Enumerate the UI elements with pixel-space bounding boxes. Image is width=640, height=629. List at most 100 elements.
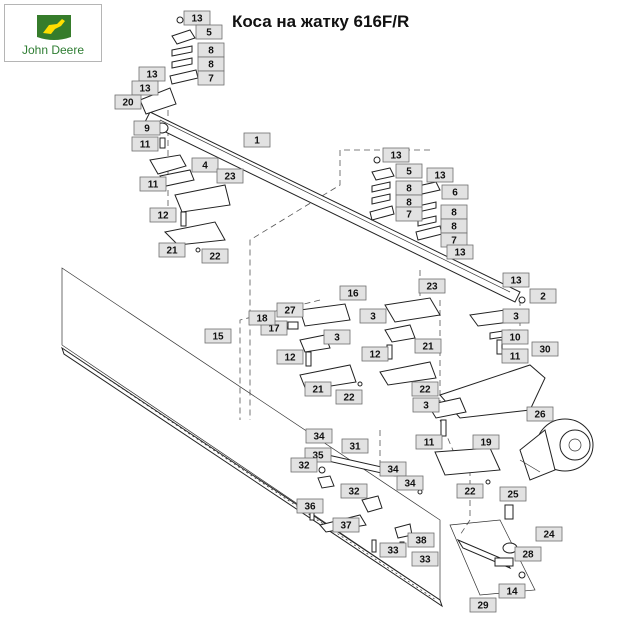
callout-label: 10: [509, 333, 521, 344]
callout-label: 21: [166, 246, 178, 257]
callout-label: 25: [507, 490, 519, 501]
callout-label: 3: [513, 312, 519, 323]
callout-box: [501, 329, 529, 345]
callout-box: [158, 242, 186, 258]
callout-box: [498, 583, 526, 599]
callout-13: 13: [426, 167, 454, 183]
callout-box: [332, 517, 360, 533]
callout-box: [139, 176, 167, 192]
callout-box: [379, 461, 407, 477]
callout-8: 8: [440, 218, 468, 234]
callout-1: 1: [243, 132, 271, 148]
page-title: Коса на жатку 616F/R: [232, 12, 410, 31]
callout-box: [499, 486, 527, 502]
callout-28: 28: [514, 546, 542, 562]
callout-label: 34: [313, 432, 325, 443]
callout-33: 33: [411, 551, 439, 567]
callout-label: 8: [451, 208, 457, 219]
callout-21: 21: [158, 242, 186, 258]
callout-box: [469, 597, 497, 613]
callout-23: 23: [216, 168, 244, 184]
callout-8: 8: [197, 42, 225, 58]
callout-14: 14: [498, 583, 526, 599]
callout-box: [535, 526, 563, 542]
callout-label: 13: [390, 151, 402, 162]
callout-label: 7: [208, 74, 214, 85]
callout-6: 6: [441, 184, 469, 200]
callout-7: 7: [395, 206, 423, 222]
callout-label: 15: [212, 332, 224, 343]
callout-label: 13: [191, 14, 203, 25]
callout-box: [411, 381, 439, 397]
callout-label: 12: [284, 353, 296, 364]
callout-label: 21: [312, 385, 324, 396]
callout-label: 22: [209, 252, 221, 263]
callout-label: 22: [343, 393, 355, 404]
callout-label: 17: [268, 324, 280, 335]
callout-13: 13: [446, 244, 474, 260]
callout-10: 10: [501, 329, 529, 345]
knife-head-assembly: [449, 504, 536, 596]
callout-label: 21: [422, 342, 434, 353]
callout-32: 32: [290, 457, 318, 473]
callout-label: 13: [434, 171, 446, 182]
callout-label: 24: [543, 530, 555, 541]
callout-box: [339, 285, 367, 301]
callout-box: [415, 434, 443, 450]
callout-12: 12: [149, 207, 177, 223]
callout-label: 27: [284, 306, 296, 317]
callout-7: 7: [197, 70, 225, 86]
callout-label: 13: [139, 84, 151, 95]
callout-label: 22: [419, 385, 431, 396]
callout-label: 5: [406, 167, 412, 178]
upper-left-clip-stack: [169, 16, 199, 85]
callout-label: 30: [539, 345, 551, 356]
callout-box: [204, 328, 232, 344]
callout-label: 37: [340, 521, 352, 532]
callout-3: 3: [359, 308, 387, 324]
callout-label: 18: [256, 314, 268, 325]
callout-29: 29: [469, 597, 497, 613]
callout-box: [201, 248, 229, 264]
callout-box: [395, 163, 423, 179]
callout-box: [216, 168, 244, 184]
knife-drive-gearbox: [519, 418, 594, 481]
callout-34: 34: [305, 428, 333, 444]
callout-label: 7: [406, 210, 412, 221]
callout-label: 20: [122, 98, 134, 109]
callout-32: 32: [340, 483, 368, 499]
callout-box: [243, 132, 271, 148]
callout-box: [290, 457, 318, 473]
callout-box: [248, 310, 276, 326]
callout-box: [305, 428, 333, 444]
callout-13: 13: [382, 147, 410, 163]
callout-13: 13: [183, 10, 211, 26]
callout-label: 8: [451, 222, 457, 233]
callout-11: 11: [415, 434, 443, 450]
callout-box: [502, 272, 530, 288]
callout-13: 13: [138, 66, 166, 82]
callout-label: 3: [334, 333, 340, 344]
callout-label: 12: [369, 350, 381, 361]
callout-label: 8: [208, 46, 214, 57]
callout-3: 3: [323, 329, 351, 345]
callout-box: [531, 341, 559, 357]
callout-16: 16: [339, 285, 367, 301]
callout-25: 25: [499, 486, 527, 502]
callout-label: 33: [419, 555, 431, 566]
callout-box: [472, 434, 500, 450]
callout-box: [359, 308, 387, 324]
callout-label: 14: [506, 587, 518, 598]
callout-box: [446, 244, 474, 260]
callout-box: [149, 207, 177, 223]
callout-13: 13: [131, 80, 159, 96]
callout-label: 35: [312, 451, 324, 462]
callout-8: 8: [197, 56, 225, 72]
callout-label: 23: [426, 282, 438, 293]
callout-box: [195, 24, 223, 40]
callout-box: [341, 438, 369, 454]
callout-label: 38: [415, 536, 427, 547]
callout-22: 22: [201, 248, 229, 264]
callout-label: 19: [480, 438, 492, 449]
